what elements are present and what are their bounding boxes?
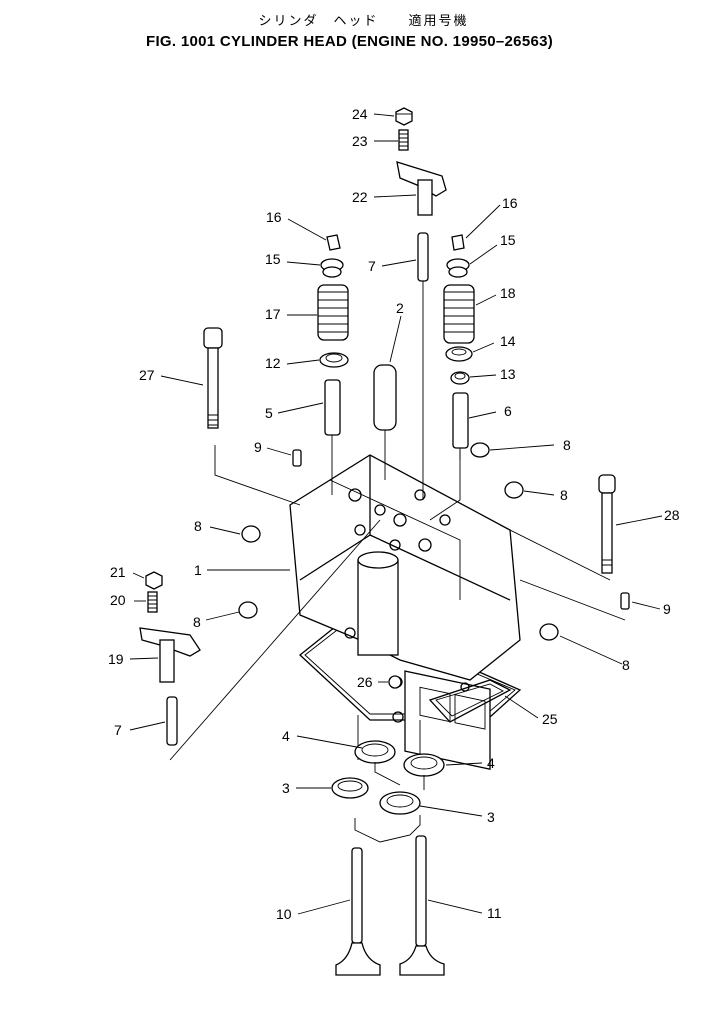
- callout-12: 12: [265, 355, 281, 371]
- callout-4-right: 4: [487, 755, 495, 771]
- callout-1: 1: [194, 562, 202, 578]
- callout-8-a: 8: [563, 437, 571, 453]
- callout-15-right: 15: [500, 232, 516, 248]
- callout-13: 13: [500, 366, 516, 382]
- callout-11: 11: [487, 905, 502, 921]
- valve-guide-6: [452, 392, 469, 449]
- bolt-27: [203, 327, 223, 429]
- seat-insert-4-left: [354, 740, 396, 764]
- seat-insert-3-right: [379, 791, 421, 815]
- plug-8-e: [539, 623, 559, 641]
- figure-title: FIG. 1001 CYLINDER HEAD (ENGINE NO. 1995…: [146, 33, 554, 50]
- callout-2: 2: [396, 300, 404, 316]
- push-rod-7-left: [166, 696, 178, 746]
- plug-8-a: [470, 442, 490, 458]
- callout-9-left: 9: [254, 439, 262, 455]
- spring-18: [443, 284, 475, 344]
- callout-16-right: 16: [502, 195, 518, 211]
- callout-22: 22: [352, 189, 368, 205]
- seat-insert-3-left: [331, 777, 369, 799]
- plug-8-d: [238, 601, 258, 619]
- callout-5: 5: [265, 405, 273, 421]
- callout-8-b: 8: [560, 487, 568, 503]
- callout-18: 18: [500, 285, 516, 301]
- gasket-25: [428, 679, 512, 723]
- callout-8-e: 8: [622, 657, 630, 673]
- cylinder-head-body: [289, 454, 522, 770]
- callout-24: 24: [352, 106, 368, 122]
- bolt-28: [598, 474, 616, 574]
- callout-20: 20: [110, 592, 126, 608]
- seal-13: [450, 371, 470, 385]
- leader-lines: [129, 113, 663, 915]
- callout-28: 28: [664, 507, 680, 523]
- retainer-15-left: [320, 258, 344, 278]
- rocker-arm-22: [396, 161, 447, 216]
- stud-20: [147, 591, 158, 613]
- stud-23: [398, 129, 409, 151]
- callout-8-d: 8: [193, 614, 201, 630]
- seat-12: [319, 352, 349, 368]
- valve-11: [399, 835, 445, 976]
- callout-23: 23: [352, 133, 368, 149]
- callout-7-top: 7: [368, 258, 376, 274]
- dowel-9-left: [292, 449, 302, 467]
- callout-10: 10: [276, 906, 292, 922]
- callout-4-left: 4: [282, 728, 290, 744]
- plug-8-b: [504, 481, 524, 499]
- callout-15-left: 15: [265, 251, 281, 267]
- dowel-9-right: [620, 592, 630, 610]
- valve-10: [335, 847, 381, 976]
- callout-19: 19: [108, 651, 124, 667]
- callout-6: 6: [504, 403, 512, 419]
- rocker-arm-19: [139, 627, 201, 683]
- spring-17: [317, 284, 349, 341]
- callout-16-left: 16: [266, 209, 282, 225]
- callout-labels: 24 23 22 16 16 15 15 7 2 17 18 12 14 27 …: [108, 106, 680, 922]
- seal-26: [388, 675, 402, 689]
- retainer-15-right: [446, 258, 470, 278]
- callout-25: 25: [542, 711, 558, 727]
- nut-24: [395, 107, 413, 126]
- seat-insert-4-right: [403, 753, 445, 777]
- callout-3-left: 3: [282, 780, 290, 796]
- callout-26: 26: [357, 674, 373, 690]
- figure-title-japanese: シリンダ ヘッド 適用号機: [258, 14, 469, 29]
- callout-9-right: 9: [663, 601, 671, 617]
- callout-21: 21: [110, 564, 126, 580]
- valve-guide-5: [324, 379, 341, 436]
- cotter-16-left: [326, 234, 341, 251]
- cotter-16-right: [451, 234, 465, 251]
- nut-21: [145, 571, 163, 590]
- seat-14: [445, 346, 473, 362]
- callout-27: 27: [139, 367, 155, 383]
- injector-sleeve-2: [373, 364, 397, 480]
- callout-8-c: 8: [194, 518, 202, 534]
- push-rod-7-right: [417, 232, 429, 500]
- plug-8-c: [241, 525, 261, 543]
- callout-17: 17: [265, 306, 281, 322]
- callout-3-right: 3: [487, 809, 495, 825]
- callout-14: 14: [500, 333, 516, 349]
- callout-7-bottom: 7: [114, 722, 122, 738]
